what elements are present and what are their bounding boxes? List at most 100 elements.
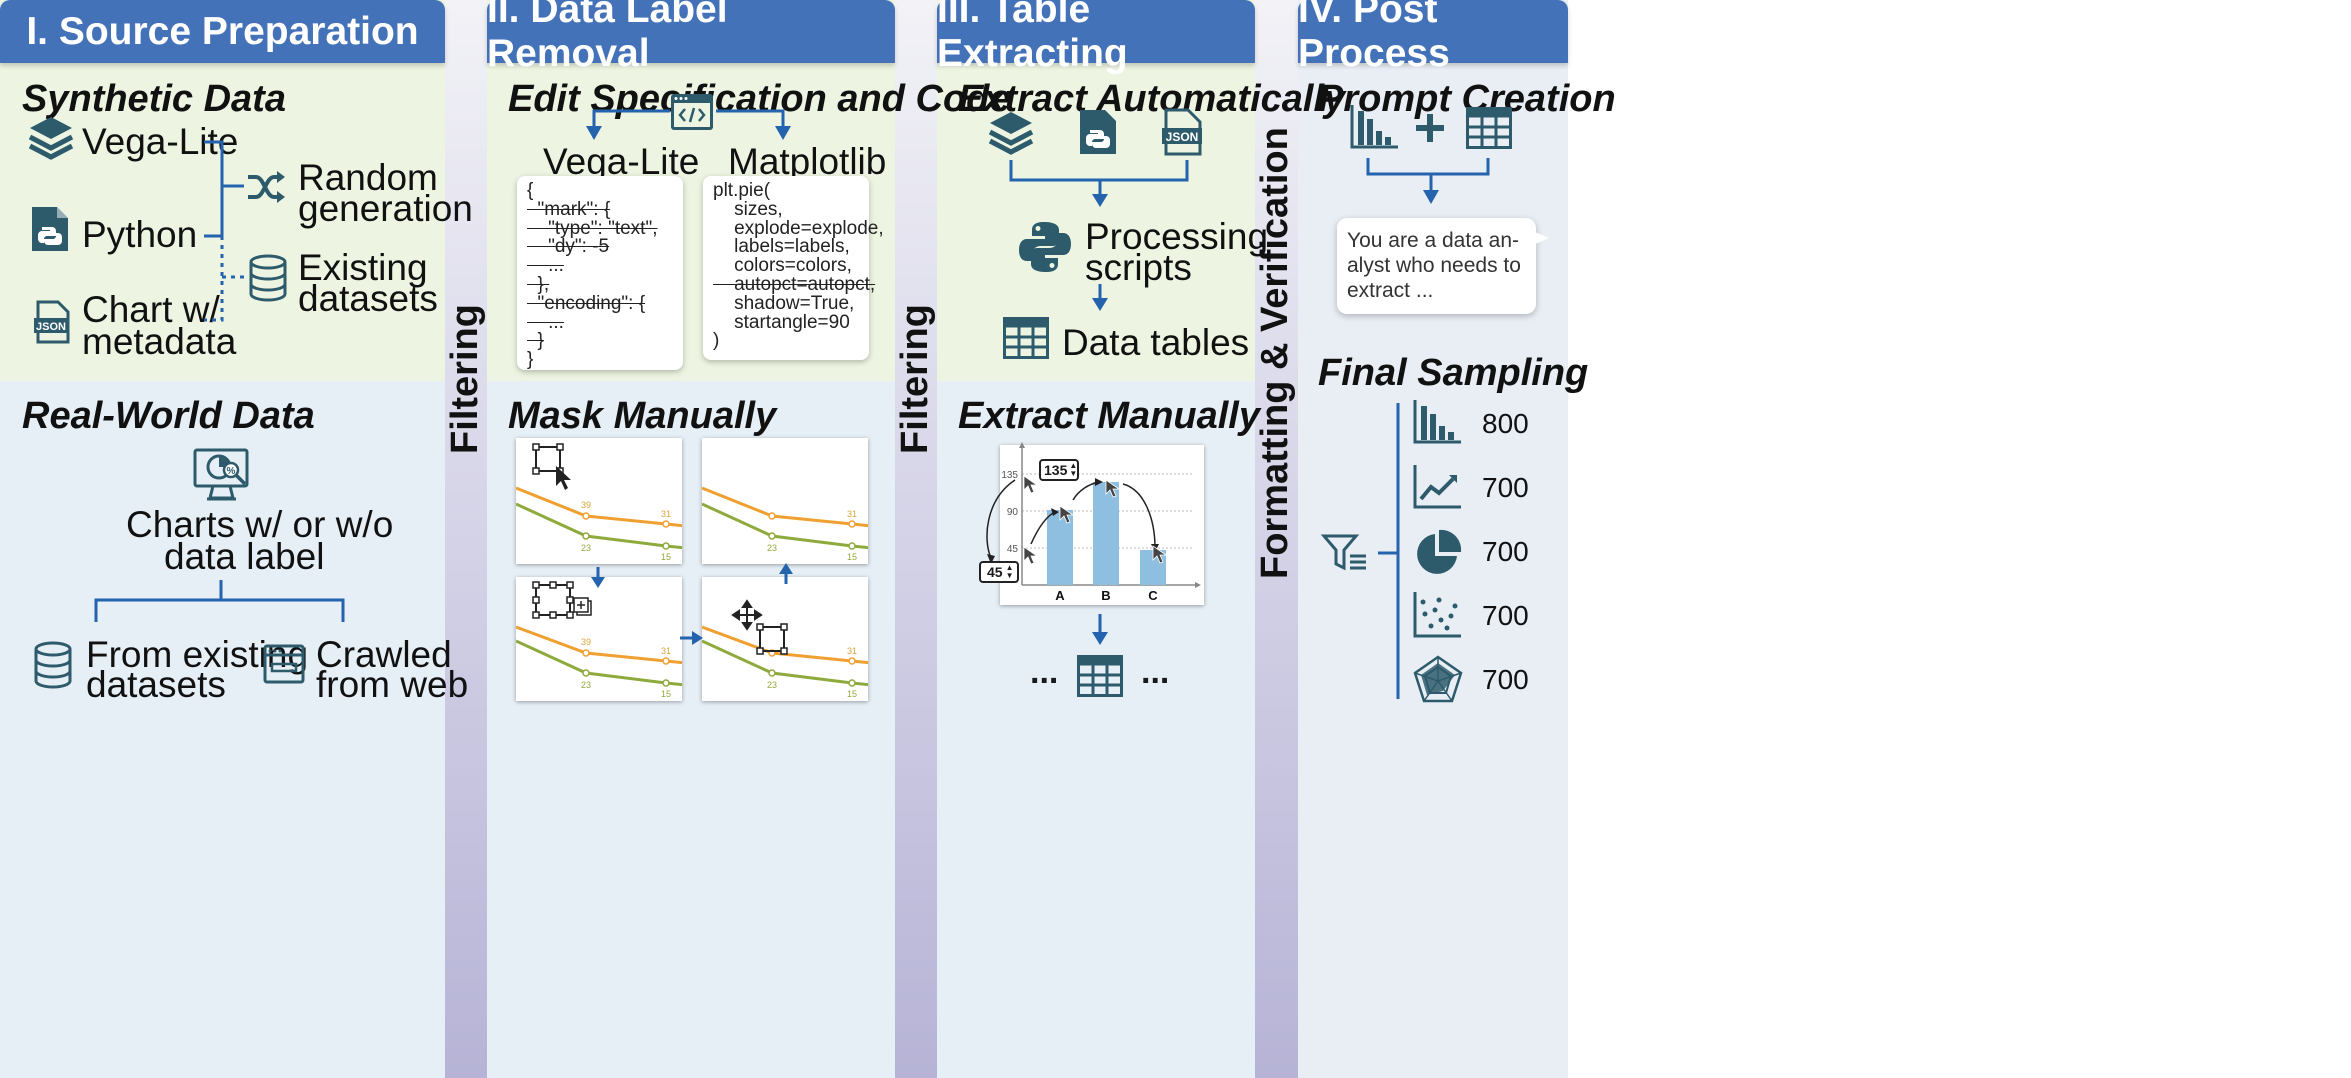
thumb-label: 31 xyxy=(847,646,857,656)
count-bar: 800 xyxy=(1482,408,1529,439)
axis-tick: 135 xyxy=(1001,470,1018,481)
pie-chart-type-icon xyxy=(1417,529,1462,574)
mask-thumb-1: 39 31 23 15 xyxy=(516,438,682,564)
bar-b xyxy=(1093,482,1119,585)
thumb-label: 15 xyxy=(661,552,671,562)
category-label: A xyxy=(1055,588,1065,603)
vega-code-line: "dy": -5 xyxy=(527,236,610,258)
edit-spec-arrows xyxy=(586,109,791,140)
edit-spec-title: Edit Specification and Code xyxy=(508,78,1011,120)
thumb-label: 23 xyxy=(767,680,777,690)
from-existing-label-2: datasets xyxy=(86,664,226,705)
auto-extract-connectors xyxy=(1009,160,1189,311)
vega-code-line: ... xyxy=(527,311,564,333)
browser-window-icon xyxy=(263,644,305,684)
matplotlib-code-label: Matplotlib xyxy=(728,141,887,182)
header-table-extracting: III. Table Extracting xyxy=(937,0,1255,75)
mask-thumb-2: 31 23 15 xyxy=(702,438,868,564)
mpl-code-line: colors=colors, xyxy=(713,255,852,277)
existing-datasets-label-1: Existing xyxy=(298,247,428,288)
mask-thumb-4: 31 23 15 xyxy=(702,577,868,701)
source-bracket xyxy=(204,140,244,322)
database-icon-2 xyxy=(34,641,72,689)
bubble-tail xyxy=(1535,232,1549,244)
thumb-label: 31 xyxy=(661,646,671,656)
svg-text:%: % xyxy=(227,466,236,477)
matplotlib-code-box: plt.pie( sizes, explode=explode, labels=… xyxy=(703,176,884,360)
mpl-code-line: sizes, xyxy=(713,198,783,220)
crawled-label-1: Crawled xyxy=(316,634,452,675)
table-icon-2 xyxy=(1077,655,1123,697)
thumb-label: 39 xyxy=(581,500,591,510)
layers-icon xyxy=(28,117,74,160)
funnel-filter-icon xyxy=(1320,534,1366,571)
spinner-arrows-icon: ▲▼ xyxy=(1005,563,1014,580)
synthetic-data-title: Synthetic Data xyxy=(22,78,286,120)
mpl-code-line: autopct=autopct, xyxy=(713,273,876,295)
existing-datasets-label-2: datasets xyxy=(298,278,438,319)
random-generation-label-2: generation xyxy=(298,188,473,229)
chart-metadata-label-2: metadata xyxy=(82,321,237,362)
vega-code-line: "encoding": { xyxy=(527,292,646,314)
thumb-label: 15 xyxy=(661,689,671,699)
mask-thumb-3: 39 31 23 15 xyxy=(516,577,682,701)
charts-data-label-1: Charts w/ or w/o xyxy=(126,504,394,545)
sampling-bracket xyxy=(1378,403,1400,699)
mask-flow-arrows xyxy=(591,563,793,645)
processing-scripts-label-2: scripts xyxy=(1085,247,1192,288)
chart-metadata-label-1: Chart w/ xyxy=(82,289,220,330)
mpl-code-line: explode=explode, xyxy=(713,217,884,239)
thumb-label: 23 xyxy=(581,680,591,690)
spinner-45-value: 45 xyxy=(987,564,1003,580)
count-pie: 700 xyxy=(1482,536,1529,567)
processing-scripts-label-1: Processing xyxy=(1085,216,1269,257)
count-scatter: 700 xyxy=(1482,600,1529,631)
header-data-label-removal: II. Data Label Removal xyxy=(487,0,895,75)
thumb-2-lines: 31 23 15 xyxy=(702,486,868,562)
spinner-135[interactable]: 135 ▲▼ xyxy=(1039,459,1079,481)
database-icon xyxy=(249,254,287,302)
final-sampling-title: Final Sampling xyxy=(1318,352,1589,394)
spinner-135-value: 135 xyxy=(1044,462,1068,478)
json-file-icon: JSON xyxy=(34,300,70,344)
data-tables-label: Data tables xyxy=(1062,322,1250,363)
filtering-stripe-1 xyxy=(445,0,487,1078)
manual-down-arrow xyxy=(1092,614,1108,645)
prompt-bubble: You are a data an- alyst who needs to ex… xyxy=(1337,218,1536,314)
mask-manually-title: Mask Manually xyxy=(508,395,777,437)
mpl-code-line: shadow=True, xyxy=(713,292,855,314)
random-generation-label-1: Random xyxy=(298,157,438,198)
python-logo-icon xyxy=(1019,222,1071,272)
filtering-label-1: Filtering xyxy=(444,304,486,454)
ellipsis-right: ... xyxy=(1141,653,1170,691)
thumb-label: 23 xyxy=(767,543,777,553)
vega-code-line: "mark": { xyxy=(527,198,611,220)
vega-code-line: } xyxy=(527,330,544,352)
vega-code-line: "type": "text", xyxy=(527,217,658,239)
spinner-arrows-icon: ▲▼ xyxy=(1069,461,1078,478)
vega-code-line: } xyxy=(527,349,534,371)
mpl-code-line: ) xyxy=(713,330,720,352)
filtering-stripe-2 xyxy=(895,0,937,1078)
vega-code-line: }, xyxy=(527,273,550,295)
thumb-label: 31 xyxy=(661,509,671,519)
real-world-data-title: Real-World Data xyxy=(22,395,315,437)
thumb-label: 15 xyxy=(847,552,857,562)
category-label: B xyxy=(1101,588,1110,603)
ellipsis-left: ... xyxy=(1030,653,1059,691)
vega-code-line: ... xyxy=(527,255,564,277)
table-icon-3 xyxy=(1466,107,1512,149)
table-icon xyxy=(1003,317,1049,359)
mpl-code-line: startangle=90 xyxy=(713,311,850,333)
mpl-code-line: plt.pie( xyxy=(713,180,771,201)
thumb-label: 31 xyxy=(847,509,857,519)
count-line: 700 xyxy=(1482,472,1529,503)
header-source-preparation: I. Source Preparation xyxy=(0,0,445,63)
thumb-label: 15 xyxy=(847,689,857,699)
python-label: Python xyxy=(82,214,198,255)
radar-chart-type-icon xyxy=(1413,655,1463,703)
bar-chart-type-icon xyxy=(1413,400,1461,444)
spinner-45[interactable]: 45 ▲▼ xyxy=(979,561,1019,583)
layers-icon-2 xyxy=(988,112,1034,155)
manual-extract-chart-svg: 135 90 45 A B C xyxy=(986,442,1201,603)
